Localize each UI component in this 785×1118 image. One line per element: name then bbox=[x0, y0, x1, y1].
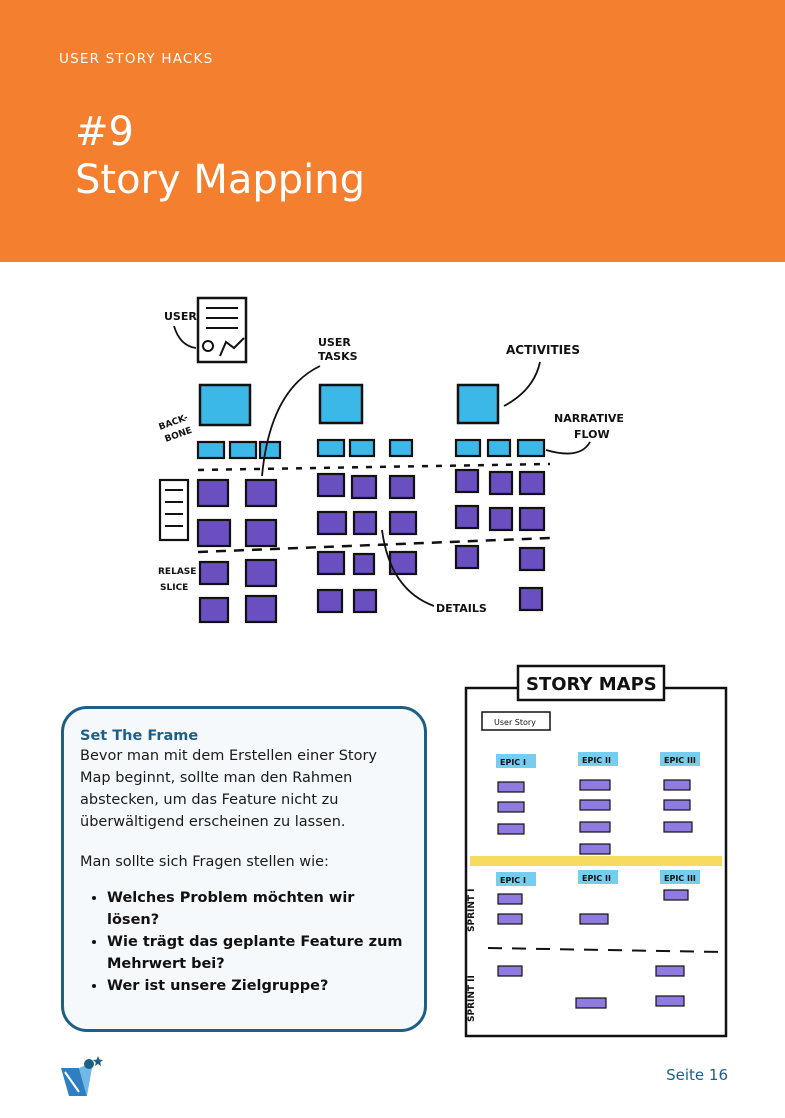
label-user: USER bbox=[164, 310, 197, 323]
epic-1-label-sprint: EPIC I bbox=[500, 876, 526, 885]
label-release-2: SLICE bbox=[160, 583, 188, 593]
epic-2-label-sprint: EPIC II bbox=[582, 874, 611, 883]
label-activities: ACTIVITIES bbox=[506, 343, 580, 357]
backbone-tasks bbox=[196, 438, 546, 460]
activity-card bbox=[198, 383, 252, 427]
story-maps-title: STORY MAPS bbox=[526, 674, 657, 695]
question-item: Welches Problem möchten wir lösen? bbox=[107, 887, 408, 931]
page-title-number: #9 bbox=[75, 109, 134, 155]
card-paragraph: Bevor man mit dem Erstellen einer Story … bbox=[80, 748, 378, 830]
header-banner: USER STORY HACKS #9 Story Mapping bbox=[0, 0, 785, 262]
user-document-icon bbox=[196, 296, 248, 364]
card-paragraph: Man sollte sich Fragen stellen wie: bbox=[80, 854, 329, 870]
question-list: Welches Problem möchten wir lösen? Wie t… bbox=[80, 887, 408, 997]
label-details: DETAILS bbox=[436, 602, 487, 615]
activity-card bbox=[318, 383, 364, 425]
question-item: Wer ist unsere Zielgruppe? bbox=[107, 975, 408, 997]
label-release-1: RELASE bbox=[158, 567, 196, 577]
sprint-1-label: SPRINT I bbox=[467, 888, 477, 932]
section-kicker: USER STORY HACKS bbox=[59, 51, 214, 67]
label-user-tasks-2: TASKS bbox=[318, 350, 358, 363]
epic-3-label-sprint: EPIC III bbox=[664, 874, 696, 883]
person-star-logo-icon bbox=[61, 1056, 103, 1096]
epic-2-label: EPIC II bbox=[582, 756, 611, 765]
story-map-sketch: USER USER TASKS ACTIVITIES BACK- BONE NA… bbox=[158, 296, 624, 624]
page-title-text: Story Mapping bbox=[75, 157, 366, 203]
epic-3-label: EPIC III bbox=[664, 756, 696, 765]
question-item: Wie trägt das geplante Feature zum Mehrw… bbox=[107, 931, 408, 975]
page-title: #9 Story Mapping bbox=[75, 108, 365, 204]
epic-1-label: EPIC I bbox=[500, 758, 526, 767]
label-narrative-2: FLOW bbox=[574, 428, 610, 441]
story-maps-board-sketch: STORY MAPS User Story EPIC I EPIC II EPI… bbox=[464, 664, 728, 1038]
sprint-2-label: SPRINT II bbox=[467, 975, 477, 1022]
detail-cards bbox=[196, 468, 546, 624]
label-user-tasks-1: USER bbox=[318, 336, 351, 349]
set-the-frame-card: Set The Frame Bevor man mit dem Erstelle… bbox=[61, 706, 427, 1032]
user-story-label: User Story bbox=[494, 718, 536, 727]
label-narrative-1: NARRATIVE bbox=[554, 412, 624, 425]
card-title: Set The Frame bbox=[80, 728, 199, 744]
activity-card bbox=[456, 383, 500, 425]
page-number: Seite 16 bbox=[666, 1066, 728, 1084]
